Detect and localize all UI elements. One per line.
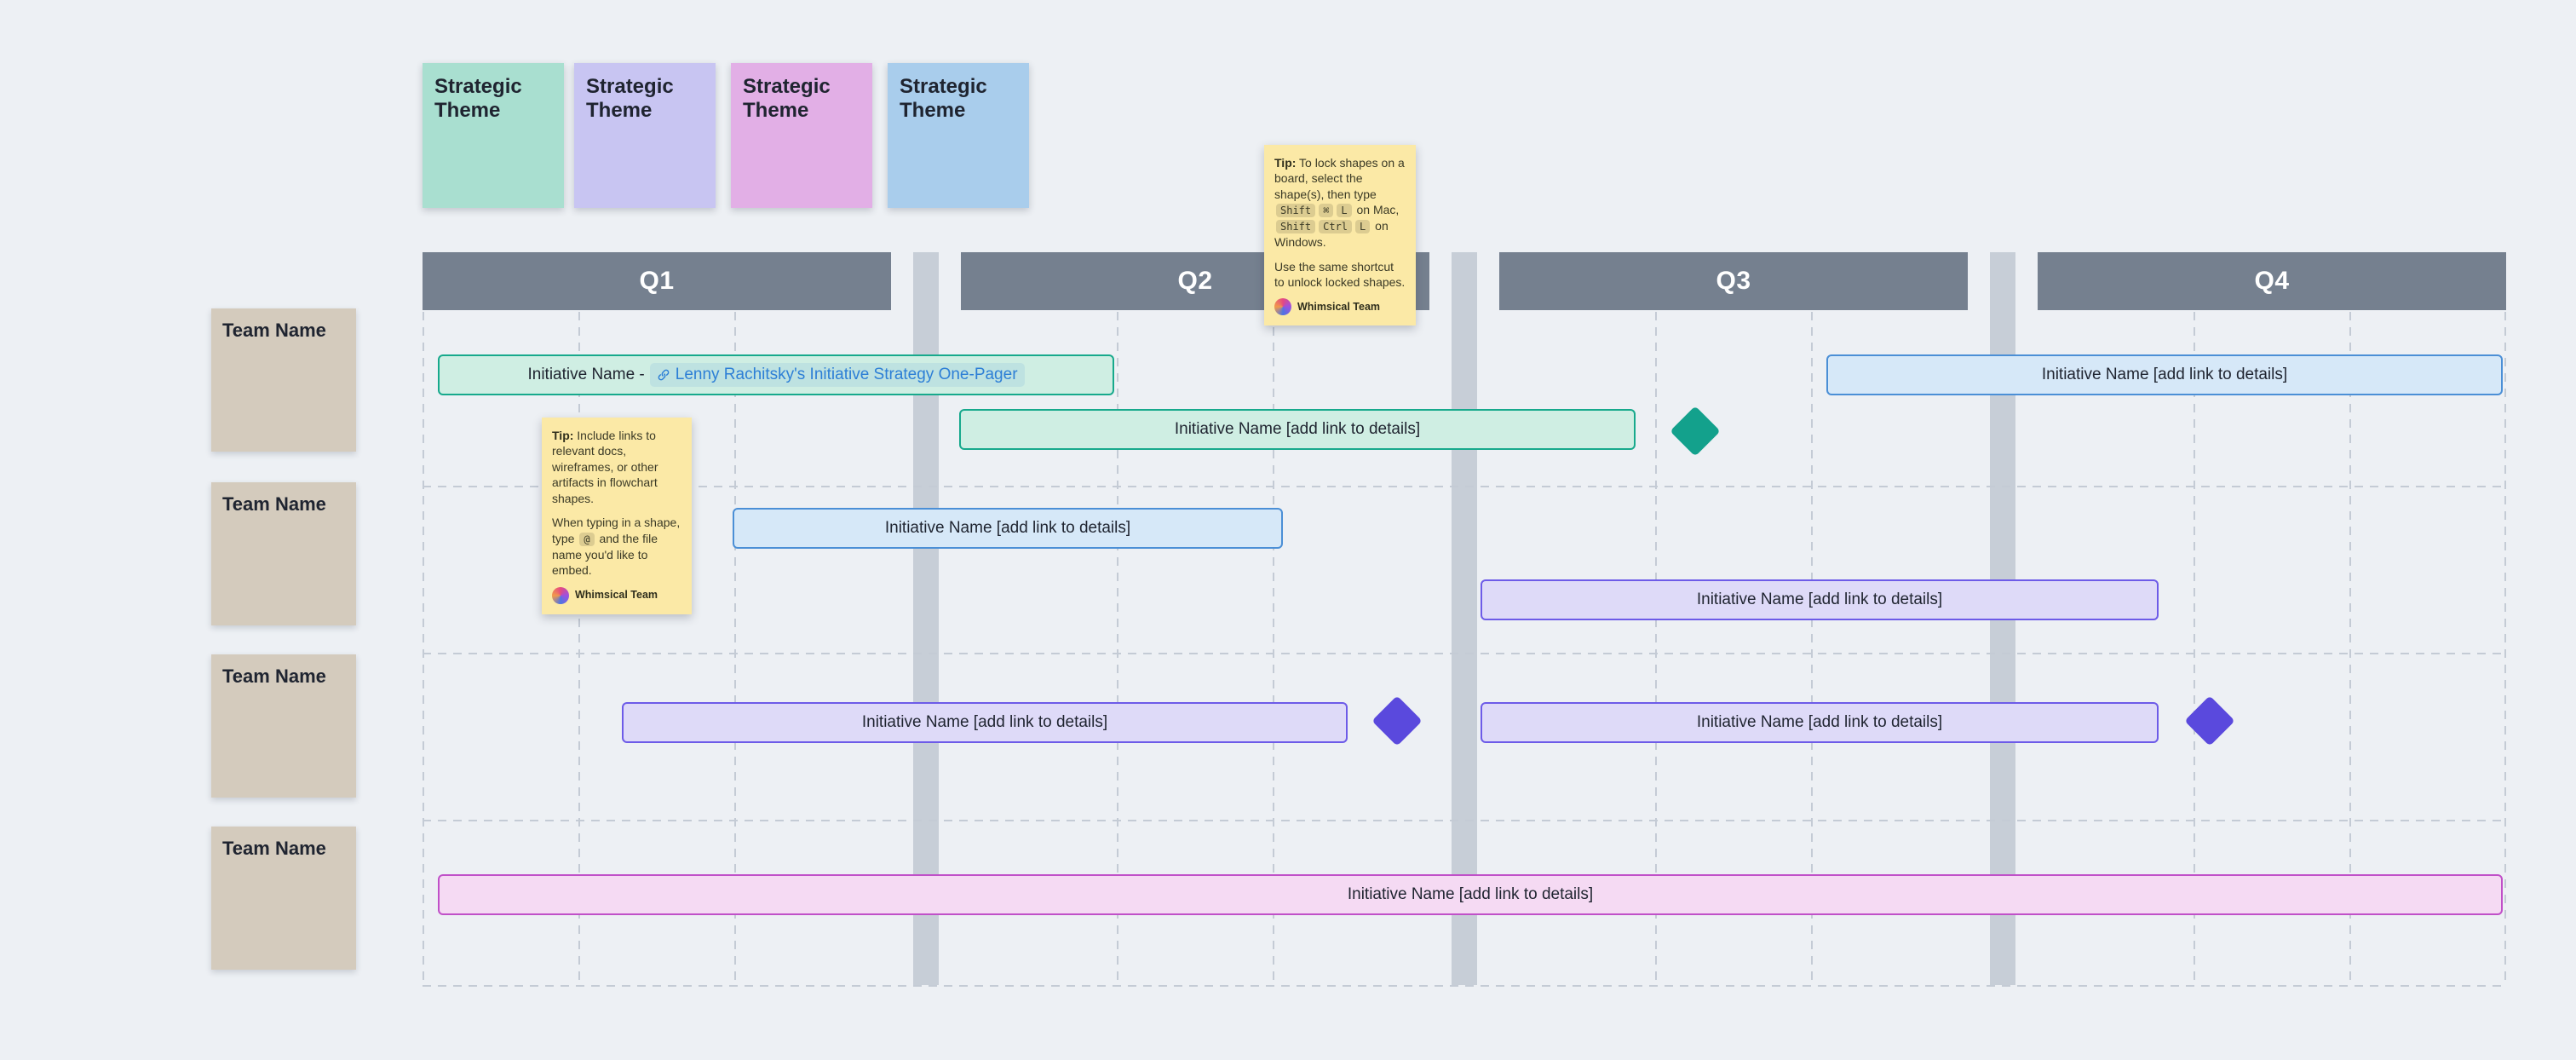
- initiative-bar[interactable]: Initiative Name [add link to details]: [1826, 354, 2503, 395]
- initiative-bar[interactable]: Initiative Name [add link to details]: [733, 508, 1283, 549]
- initiative-link-label: Lenny Rachitsky's Initiative Strategy On…: [675, 366, 1018, 383]
- tip-author: Whimsical Team: [552, 586, 681, 604]
- grid-line-vertical: [423, 312, 424, 985]
- grid-line-horizontal: [423, 653, 2506, 654]
- initiative-label: Initiative Name -: [527, 366, 645, 383]
- key-ctrl: Ctrl: [1319, 220, 1353, 234]
- milestone-diamond[interactable]: [2184, 695, 2235, 746]
- strategic-theme-label: Strategic Theme: [743, 75, 831, 122]
- strategic-theme-label: Strategic Theme: [900, 75, 987, 122]
- whimsical-team-avatar: [552, 586, 569, 604]
- strategic-theme-sticky[interactable]: Strategic Theme: [423, 63, 564, 208]
- link-icon: [657, 368, 670, 382]
- team-label: Team Name: [222, 493, 326, 515]
- tip-sticky-include-links[interactable]: Tip: Include links to relevant docs, wir…: [542, 418, 692, 614]
- initiative-bar[interactable]: Initiative Name [add link to details]: [959, 409, 1636, 450]
- grid-line-vertical: [2194, 312, 2195, 985]
- team-label: Team Name: [222, 838, 326, 859]
- grid-line-vertical: [1117, 312, 1118, 985]
- strategic-theme-sticky[interactable]: Strategic Theme: [888, 63, 1029, 208]
- team-sticky[interactable]: Team Name: [211, 827, 356, 970]
- tip-author-name: Whimsical Team: [575, 589, 658, 602]
- initiative-label: Initiative Name [add link to details]: [884, 519, 1131, 537]
- strategic-theme-label: Strategic Theme: [586, 75, 674, 122]
- quarter-label: Q4: [2254, 267, 2290, 295]
- grid-line-horizontal: [423, 486, 2506, 487]
- quarter-label: Q2: [1177, 267, 1213, 295]
- strategic-theme-label: Strategic Theme: [434, 75, 522, 122]
- team-label: Team Name: [222, 665, 326, 687]
- key-l: L: [1355, 220, 1371, 234]
- initiative-link[interactable]: Lenny Rachitsky's Initiative Strategy On…: [649, 363, 1025, 387]
- strategic-theme-sticky[interactable]: Strategic Theme: [731, 63, 872, 208]
- key-cmd: ⌘: [1319, 204, 1334, 218]
- initiative-bar[interactable]: Initiative Name [add link to details]: [438, 874, 2503, 915]
- tip-sticky-lock-shapes[interactable]: Tip: To lock shapes on a board, select t…: [1264, 145, 1416, 326]
- initiative-bar[interactable]: Initiative Name - Lenny Rachitsky's Init…: [438, 354, 1114, 395]
- initiative-bar[interactable]: Initiative Name [add link to details]: [622, 702, 1348, 743]
- initiative-label: Initiative Name [add link to details]: [2041, 366, 2288, 383]
- tip-text: Tip: Include links to relevant docs, wir…: [552, 429, 658, 505]
- initiative-label: Initiative Name [add link to details]: [1347, 885, 1594, 903]
- grid-line-vertical: [2504, 312, 2506, 985]
- initiative-label: Initiative Name [add link to details]: [1174, 420, 1421, 438]
- strategic-theme-sticky[interactable]: Strategic Theme: [574, 63, 716, 208]
- key-shift: Shift: [1276, 220, 1316, 234]
- whimsical-team-avatar: [1274, 298, 1291, 316]
- grid-line-vertical: [1273, 312, 1274, 985]
- grid-line-horizontal: [423, 985, 2506, 987]
- tip-text: Use the same shortcut to unlock locked s…: [1274, 259, 1406, 289]
- quarter-header-q4[interactable]: Q4: [2038, 252, 2506, 310]
- tip-author: Whimsical Team: [1274, 298, 1406, 316]
- initiative-label: Initiative Name [add link to details]: [861, 713, 1108, 731]
- tip-text: Tip: To lock shapes on a board, select t…: [1274, 156, 1405, 250]
- tip-text: When typing in a shape, type @ and the f…: [552, 516, 681, 578]
- initiative-label: Initiative Name [add link to details]: [1696, 590, 1943, 608]
- quarter-label: Q1: [639, 267, 675, 295]
- team-sticky[interactable]: Team Name: [211, 308, 356, 452]
- quarter-header-q1[interactable]: Q1: [423, 252, 891, 310]
- grid-line-vertical: [1811, 312, 1813, 985]
- milestone-diamond[interactable]: [1371, 695, 1423, 746]
- initiative-bar[interactable]: Initiative Name [add link to details]: [1481, 702, 2159, 743]
- grid-line-vertical: [1655, 312, 1657, 985]
- key-at: @: [579, 532, 595, 546]
- key-l: L: [1337, 204, 1352, 218]
- initiative-bar[interactable]: Initiative Name [add link to details]: [1481, 579, 2159, 620]
- team-label: Team Name: [222, 320, 326, 341]
- key-shift: Shift: [1276, 204, 1316, 218]
- quarter-gap-strip: [1452, 252, 1477, 985]
- initiative-label: Initiative Name [add link to details]: [1696, 713, 1943, 731]
- milestone-diamond[interactable]: [1670, 406, 1721, 457]
- grid-line-vertical: [578, 312, 580, 985]
- grid-line-vertical: [734, 312, 736, 985]
- team-sticky[interactable]: Team Name: [211, 654, 356, 798]
- team-sticky[interactable]: Team Name: [211, 482, 356, 625]
- tip-author-name: Whimsical Team: [1297, 301, 1381, 314]
- quarter-header-q3[interactable]: Q3: [1499, 252, 1968, 310]
- grid-line-horizontal: [423, 820, 2506, 821]
- quarter-label: Q3: [1716, 267, 1751, 295]
- grid-line-vertical: [2349, 312, 2351, 985]
